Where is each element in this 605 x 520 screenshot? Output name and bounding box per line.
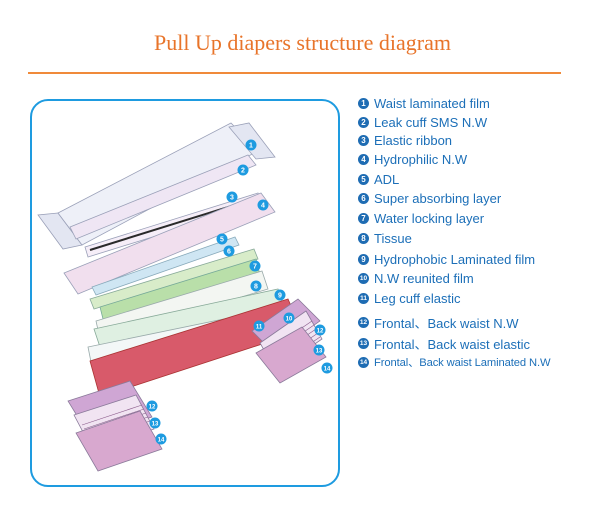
left-waist-panels xyxy=(67,380,163,472)
svg-text:8: 8 xyxy=(254,284,258,291)
legend-label: Water locking layer xyxy=(374,211,485,226)
number-badge-icon: 9 xyxy=(358,254,369,265)
svg-text:14: 14 xyxy=(158,438,165,444)
legend-label: Super absorbing layer xyxy=(374,191,502,206)
callout-12-left xyxy=(146,400,158,412)
legend-item: 9 Hydrophobic Laminated film xyxy=(358,252,535,267)
legend-label: Elastic ribbon xyxy=(374,133,453,148)
legend-label: Frontal、Back waist N.W xyxy=(374,316,519,331)
number-badge-icon: 13 xyxy=(358,338,369,349)
layer-leak-cuff xyxy=(69,154,257,240)
legend-item: 11 Leg cuff elastic xyxy=(358,291,460,306)
callout-3 xyxy=(226,191,238,203)
svg-text:5: 5 xyxy=(220,237,224,244)
diagram-callouts: 1 2 3 4 5 6 7 8 9 10 11 12 13 14 12 13 1… xyxy=(146,139,333,445)
legend-label: Leg cuff elastic xyxy=(374,291,461,306)
callout-12 xyxy=(314,324,326,336)
callout-4 xyxy=(257,199,269,211)
callout-2 xyxy=(237,164,249,176)
number-badge-icon: 5 xyxy=(358,174,369,185)
callout-6 xyxy=(223,245,235,257)
legend-item: 12 Frontal、Back waist N.W xyxy=(358,313,518,332)
legend-label: Leak cuff SMS N.W xyxy=(374,115,488,130)
svg-text:7: 7 xyxy=(253,264,257,271)
callout-10 xyxy=(283,312,295,324)
legend-label: ADL xyxy=(374,172,400,187)
legend-label: Frontal、Back waist Laminated N.W xyxy=(374,357,551,369)
callout-13 xyxy=(313,344,325,356)
svg-text:12: 12 xyxy=(149,405,156,411)
callout-8 xyxy=(250,280,262,292)
layer-adl xyxy=(91,236,240,296)
svg-text:3: 3 xyxy=(230,195,234,202)
callout-5 xyxy=(216,233,228,245)
legend-item: 1 Waist laminated film xyxy=(358,96,490,111)
number-badge-icon: 1 xyxy=(358,98,369,109)
legend-label: N.W reunited film xyxy=(374,271,474,286)
legend-item: 2 Leak cuff SMS N.W xyxy=(358,115,487,130)
svg-text:4: 4 xyxy=(261,203,265,210)
legend-item: 3 Elastic ribbon xyxy=(358,133,452,148)
legend-item: 6 Super absorbing layer xyxy=(358,191,501,206)
legend-item: 14 Frontal、Back waist Laminated N.W xyxy=(358,354,551,370)
legend-item: 5 ADL xyxy=(358,172,399,187)
svg-text:11: 11 xyxy=(256,325,263,331)
callout-1 xyxy=(245,139,257,151)
legend-label: Hydrophobic Laminated film xyxy=(374,252,536,267)
number-badge-icon: 11 xyxy=(358,293,369,304)
number-badge-icon: 3 xyxy=(358,135,369,146)
legend-item: 10 N.W reunited film xyxy=(358,271,474,286)
callout-11 xyxy=(253,320,265,332)
number-badge-icon: 6 xyxy=(358,193,369,204)
layer-super-absorbing xyxy=(89,248,259,310)
legend-item: 13 Frontal、Back waist elastic xyxy=(358,334,530,353)
svg-text:2: 2 xyxy=(241,168,245,175)
legend-label: Hydrophilic N.W xyxy=(374,152,468,167)
legend-label: Frontal、Back waist elastic xyxy=(374,337,531,352)
svg-text:6: 6 xyxy=(227,249,231,256)
number-badge-icon: 4 xyxy=(358,154,369,165)
title-underline xyxy=(28,72,561,74)
callout-14-left xyxy=(155,433,167,445)
callout-14 xyxy=(321,362,333,374)
callout-13-left xyxy=(149,417,161,429)
number-badge-icon: 12 xyxy=(358,317,369,328)
legend-item: 7 Water locking layer xyxy=(358,211,484,226)
svg-text:14: 14 xyxy=(324,367,331,373)
svg-text:13: 13 xyxy=(316,349,323,355)
svg-text:12: 12 xyxy=(317,329,324,335)
svg-text:1: 1 xyxy=(249,143,253,150)
layer-hydrophilic xyxy=(63,192,276,295)
callout-7 xyxy=(249,260,261,272)
right-waist-panels xyxy=(251,298,327,384)
legend-item: 4 Hydrophilic N.W xyxy=(358,152,467,167)
svg-text:13: 13 xyxy=(152,422,159,428)
number-badge-icon: 10 xyxy=(358,273,369,284)
svg-text:9: 9 xyxy=(278,293,282,300)
layer-diagram: 1 2 3 4 5 6 7 8 9 10 11 12 13 14 12 13 1… xyxy=(37,122,333,472)
legend-item: 8 Tissue xyxy=(358,231,412,246)
legend-label: Waist laminated film xyxy=(374,96,490,111)
callout-9 xyxy=(274,289,286,301)
number-badge-icon: 2 xyxy=(358,117,369,128)
number-badge-icon: 8 xyxy=(358,233,369,244)
number-badge-icon: 14 xyxy=(358,356,369,368)
number-badge-icon: 7 xyxy=(358,213,369,224)
page-title: Pull Up diapers structure diagram xyxy=(154,30,451,55)
svg-text:10: 10 xyxy=(286,317,293,323)
legend-label: Tissue xyxy=(374,231,412,246)
